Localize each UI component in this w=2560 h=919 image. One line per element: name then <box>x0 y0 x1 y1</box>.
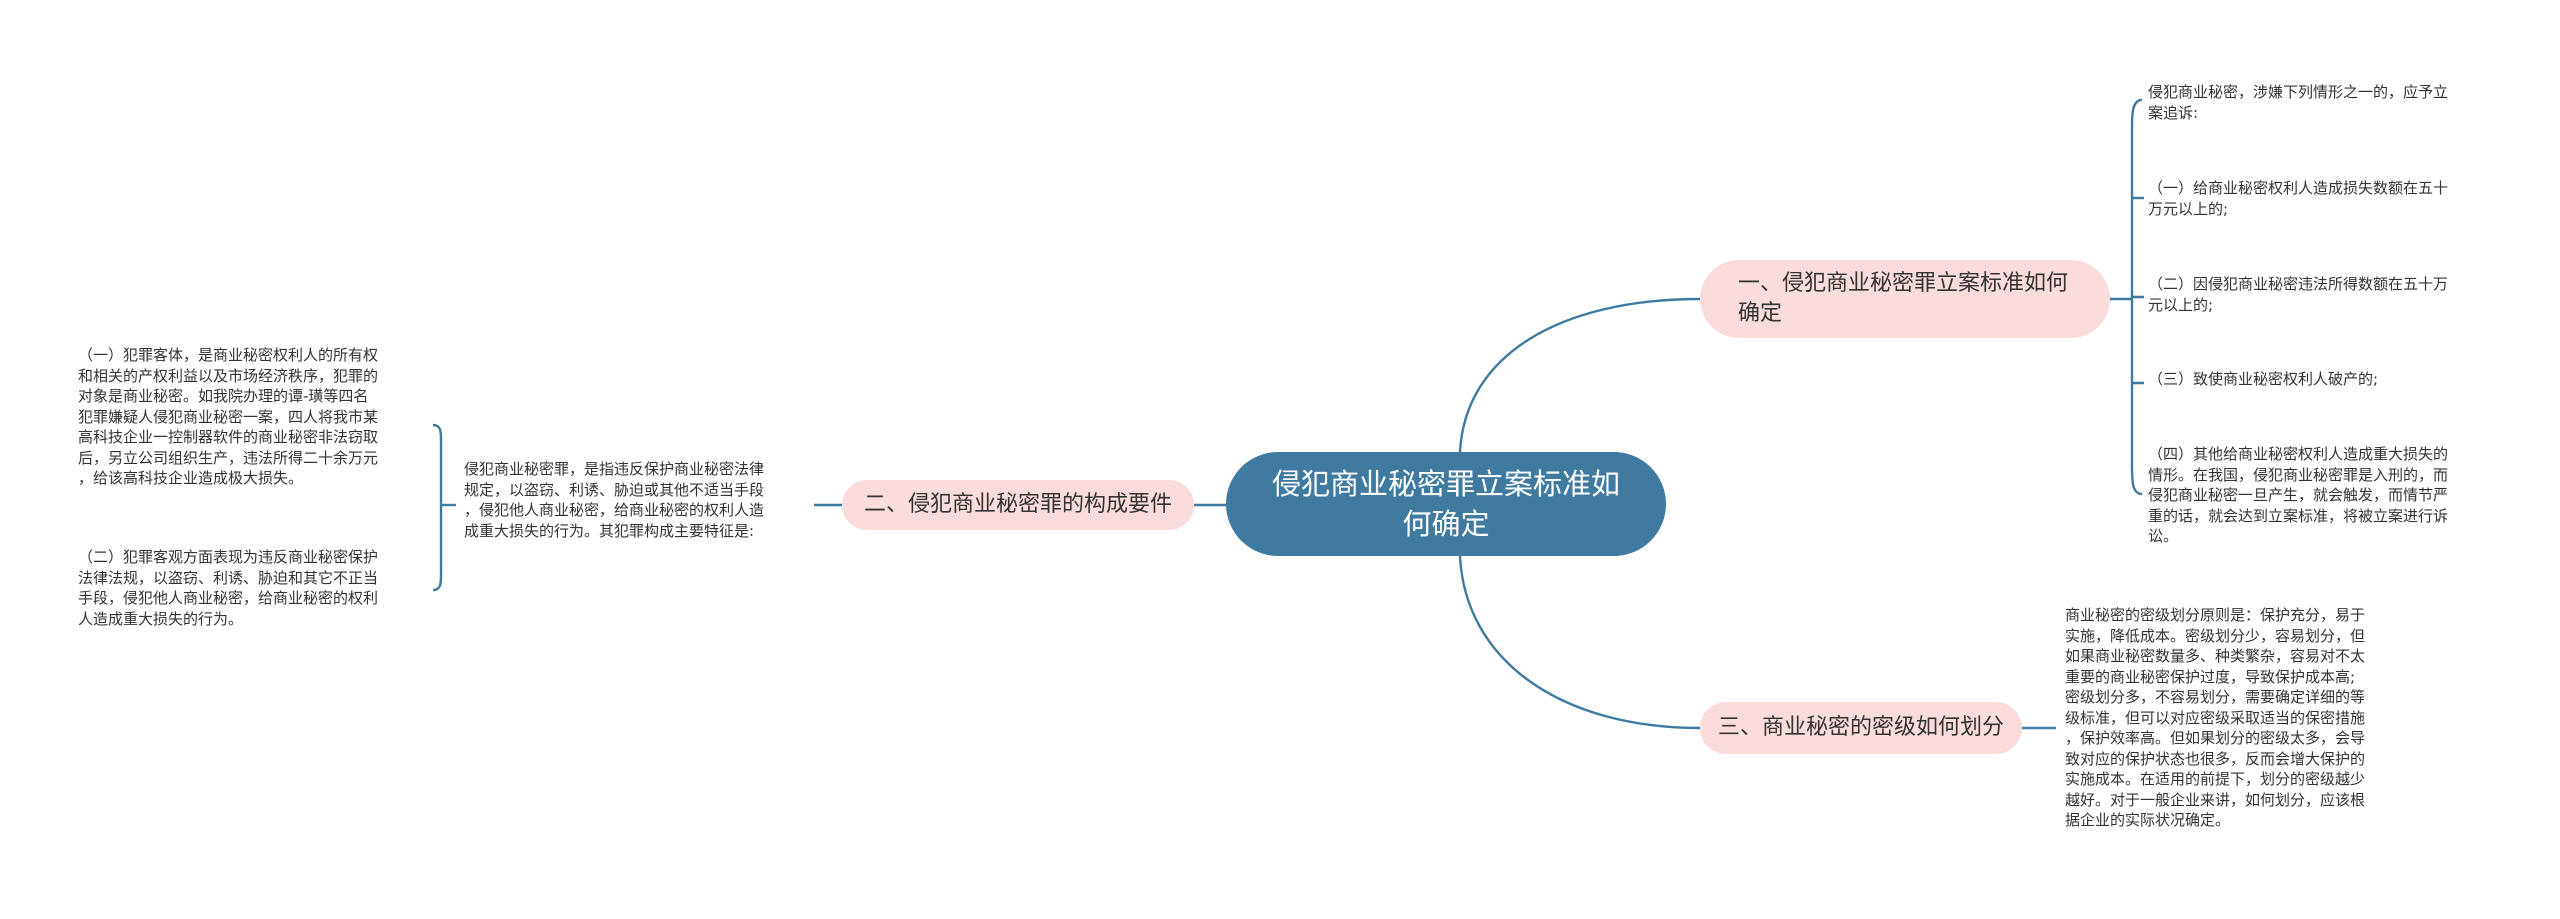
bracket-branch2 <box>432 423 443 592</box>
branch-topic-1[interactable]: 一、侵犯商业秘密罪立案标准如何确定 <box>1700 260 2110 338</box>
root-topic[interactable]: 侵犯商业秘密罪立案标准如何确定 <box>1226 452 1666 556</box>
root-topic-label: 侵犯商业秘密罪立案标准如何确定 <box>1271 467 1620 541</box>
branch-topic-1-label: 一、侵犯商业秘密罪立案标准如何确定 <box>1738 271 2069 326</box>
branch2-subleaf-1[interactable]: （一）犯罪客体，是商业秘密权利人的所有权 和相关的产权利益以及市场经济秩序，犯罪… <box>78 346 379 487</box>
branch1-leaf-2[interactable]: （一）给商业秘密权利人造成损失数额在五十 万元以上的; <box>2148 179 2449 218</box>
branch1-leaf-3[interactable]: （二）因侵犯商业秘密违法所得数额在五十万 元以上的; <box>2148 275 2449 314</box>
branch-topic-3-label: 三、商业秘密的密级如何划分 <box>1717 715 2004 740</box>
branch1-leaf-4[interactable]: （三）致使商业秘密权利人破产的; <box>2148 370 2379 388</box>
branch-topic-2-label: 二、侵犯商业秘密罪的构成要件 <box>863 492 1172 517</box>
branch-topic-3[interactable]: 三、商业秘密的密级如何划分 <box>1700 702 2022 754</box>
connector-root-branch1 <box>1458 297 1701 453</box>
connector-root-branch3 <box>1458 555 1701 730</box>
branch-topic-2[interactable]: 二、侵犯商业秘密罪的构成要件 <box>842 480 1194 530</box>
branch2-subleaf-2[interactable]: （二）犯罪客观方面表现为违反商业秘密保护 法律法规，以盗窃、利诱、胁迫和其它不正… <box>78 548 379 628</box>
branch3-leaf-text[interactable]: 商业秘密的密级划分原则是：保护充分，易于 实施，降低成本。密级划分少，容易划分，… <box>2065 606 2366 829</box>
branch1-leaf-5[interactable]: （四）其他给商业秘密权利人造成重大损失的 情形。在我国，侵犯商业秘密罪是入刑的，… <box>2148 445 2449 545</box>
branch1-leaf-1[interactable]: 侵犯商业秘密，涉嫌下列情形之一的，应予立 案追诉: <box>2148 83 2449 122</box>
branch2-leaf-text[interactable]: 侵犯商业秘密罪，是指违反保护商业秘密法律 规定，以盗窃、利诱、胁迫或其他不适当手… <box>464 460 765 540</box>
